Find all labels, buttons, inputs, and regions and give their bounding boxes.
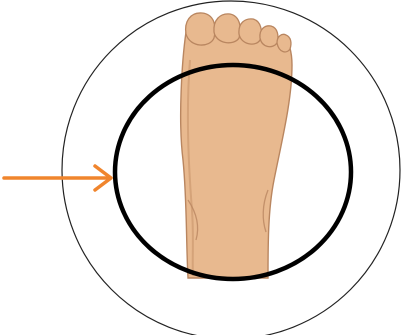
foot-illustration: [181, 13, 292, 278]
pointer-arrow: [4, 166, 111, 190]
toe-2: [214, 14, 240, 43]
toe-4: [260, 26, 278, 47]
toe-1: [186, 13, 215, 45]
toe-3: [239, 19, 261, 44]
toe-5: [277, 34, 291, 52]
